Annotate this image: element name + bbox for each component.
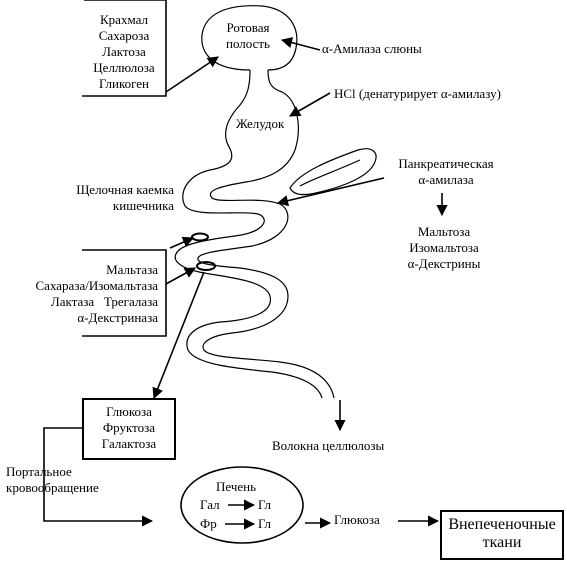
- product-dextrins: α-Декстрины: [407, 256, 481, 271]
- liver-title: Печень: [216, 479, 257, 494]
- brush-border-line-2: кишечника: [112, 198, 174, 213]
- oral-cavity-shape: [201, 5, 298, 71]
- liver-fru: Фр: [200, 516, 217, 531]
- extrahepatic-tissues-box: Внепеченочные ткани: [440, 510, 564, 560]
- enzyme-dextrinase: α-Декстриназа: [77, 310, 158, 325]
- glucose-output-label: Глюкоза: [334, 512, 380, 527]
- brush-border-oval-upper: [191, 232, 209, 242]
- brush-border-oval-lower: [196, 261, 216, 271]
- product-isomaltose: Изомальтоза: [409, 240, 479, 255]
- pancreatic-amylase-line-2: α-амилаза: [418, 172, 474, 187]
- mono-fructose: Фруктоза: [102, 420, 156, 435]
- portal-circulation-arrow: [43, 427, 154, 527]
- enzyme-sucrase-isomaltase: Сахараза/Изомальтаза: [35, 278, 158, 293]
- arrows: [43, 37, 448, 530]
- intake-carbohydrates-list: Крахмал Сахароза Лактоза Целлюлоза Глико…: [84, 12, 164, 92]
- pancreatic-amylase-label: Панкреатическая α-амилаза: [382, 156, 510, 188]
- carb-lactose: Лактоза: [102, 44, 146, 59]
- enzyme-maltase: Мальтаза: [106, 262, 158, 277]
- oral-cavity-label: Ротовая полость: [210, 20, 286, 52]
- absorption-arrow: [152, 271, 205, 400]
- liver-ellipse: [180, 466, 304, 544]
- monosaccharides-box: Глюкоза Фруктоза Галактоза: [82, 398, 176, 460]
- extrahepatic-line-2: ткани: [482, 534, 522, 551]
- product-maltose: Мальтоза: [417, 224, 471, 239]
- pancreas-shape: [289, 148, 377, 196]
- pancreatic-duct: [299, 159, 361, 187]
- intake-bracket: [82, 0, 167, 97]
- liver-glc-1: Гл: [258, 497, 272, 512]
- enzymes-bracket: [82, 249, 167, 337]
- mono-galactose: Галактоза: [101, 436, 157, 451]
- gi-tract-outline: [174, 5, 377, 399]
- intake-arrow: [165, 56, 219, 93]
- hcl-label: HCl (денатурирует α-амилазу): [334, 86, 501, 101]
- hcl-arrow: [289, 92, 331, 117]
- enzymes-arrow: [165, 267, 196, 285]
- portal-line-2: кровообращение: [6, 480, 99, 495]
- portal-circulation-label: Портальное кровообращение: [6, 464, 99, 496]
- pancreatic-amylase-arrow: [276, 177, 385, 207]
- brush-border-label: Щелочная каемка кишечника: [40, 182, 174, 214]
- liver-gal: Гал: [200, 497, 220, 512]
- salivary-amylase-label: α-Амилаза слюны: [322, 41, 422, 56]
- liver-glc-2: Гл: [258, 516, 272, 531]
- brush-border-arrow: [169, 236, 195, 249]
- stomach-label: Желудок: [236, 116, 285, 131]
- enzyme-lactase-trehalase: Лактаза Трегалаза: [50, 294, 158, 309]
- oral-cavity-line-1: Ротовая: [226, 20, 270, 35]
- mono-glucose: Глюкоза: [106, 404, 152, 419]
- esophagus-stomach-right: [197, 69, 335, 399]
- carb-sucrose: Сахароза: [98, 28, 150, 43]
- cellulose-fibers-label: Волокна целлюлозы: [272, 438, 385, 453]
- brush-border-line-1: Щелочная каемка: [76, 182, 174, 197]
- carb-starch: Крахмал: [100, 12, 148, 27]
- amylase-products-list: Мальтоза Изомальтоза α-Декстрины: [392, 224, 496, 272]
- carb-cellulose: Целлюлоза: [93, 60, 155, 75]
- salivary-amylase-arrow: [280, 37, 321, 51]
- oral-cavity-line-2: полость: [226, 36, 270, 51]
- portal-line-1: Портальное: [6, 464, 72, 479]
- carb-glycogen: Гликоген: [98, 76, 150, 91]
- pancreatic-amylase-line-1: Панкреатическая: [398, 156, 494, 171]
- brush-border-enzymes-list: Мальтаза Сахараза/Изомальтаза Лактаза Тр…: [0, 262, 158, 326]
- extrahepatic-line-1: Внепеченочные: [448, 516, 556, 533]
